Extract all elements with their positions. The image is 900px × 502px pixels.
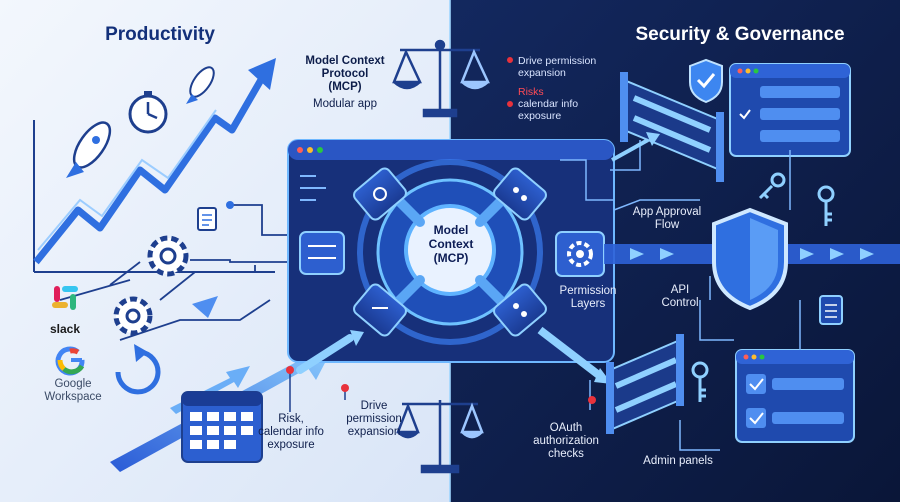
- risk-bullet: [507, 101, 513, 107]
- slack-logo: [52, 286, 78, 310]
- barrier-gate-icon: [620, 72, 724, 182]
- arrow-to-gate: [611, 132, 660, 162]
- productivity-title: Productivity: [105, 24, 215, 45]
- gear-panel: [555, 231, 605, 277]
- refresh-icon: [115, 344, 161, 395]
- risk-markers-left: [286, 366, 349, 412]
- calendar-icon: [181, 391, 263, 463]
- admin-panels-label: Admin panels: [643, 455, 713, 467]
- mcp-protocol-label: Model Context Protocol (MCP): [305, 55, 385, 94]
- send-icon: [192, 296, 218, 318]
- barrier-gate-icon: [606, 334, 684, 434]
- key-icon: [691, 361, 709, 402]
- google-workspace-label: Google Workspace: [44, 378, 102, 404]
- rocket-icon: [186, 66, 215, 104]
- key-icon: [817, 185, 835, 226]
- admin-panel-top: [729, 63, 851, 157]
- api-control-label: API Control: [661, 284, 699, 310]
- permission-layers-label: Permission Layers: [559, 285, 617, 311]
- admin-panel-bottom: [735, 349, 855, 443]
- calendar-risk-top: calendar info exposure: [518, 98, 579, 123]
- connector-block: [353, 283, 407, 337]
- governance-lines: [560, 140, 801, 451]
- slack-label: slack: [50, 322, 81, 336]
- rocket-icon: [66, 121, 112, 178]
- key-icon: [758, 172, 786, 200]
- flow-node: [226, 201, 234, 209]
- risks-heading: Risks: [518, 86, 544, 98]
- modular-app-label: Modular app: [313, 98, 377, 110]
- security-governance-title: Security & Governance: [635, 24, 845, 45]
- app-approval-flow-label: App Approval Flow: [632, 206, 702, 232]
- drive-permission-bottom: Drive permission expansion: [346, 400, 402, 439]
- mcp-center-label: Model Context (MCP): [428, 223, 474, 265]
- balance-scale-icon: [396, 400, 484, 474]
- oauth-checks-label: OAuth authorization checks: [533, 422, 599, 461]
- balance-scale-icon: [392, 39, 490, 118]
- gear-icon: [147, 235, 189, 277]
- google-logo: [55, 346, 85, 376]
- risk-marker-right: [588, 396, 596, 404]
- drive-permission-risk-top: Drive permission expansion: [518, 55, 597, 80]
- input-panel: [299, 231, 345, 275]
- connector-block: [353, 167, 407, 221]
- risk-bullet: [507, 57, 513, 63]
- lower-left-flow: [296, 330, 364, 374]
- shield-check-icon: [689, 58, 723, 104]
- gear-icon: [113, 296, 153, 336]
- stopwatch-icon: [128, 91, 168, 134]
- connector-block: [493, 283, 547, 337]
- calendar-risk-bottom: Risk, calendar info exposure: [258, 413, 324, 452]
- connector-block: [493, 167, 547, 221]
- shield-icon: [712, 207, 788, 311]
- document-icon: [197, 207, 217, 231]
- checklist-icon: [819, 295, 843, 325]
